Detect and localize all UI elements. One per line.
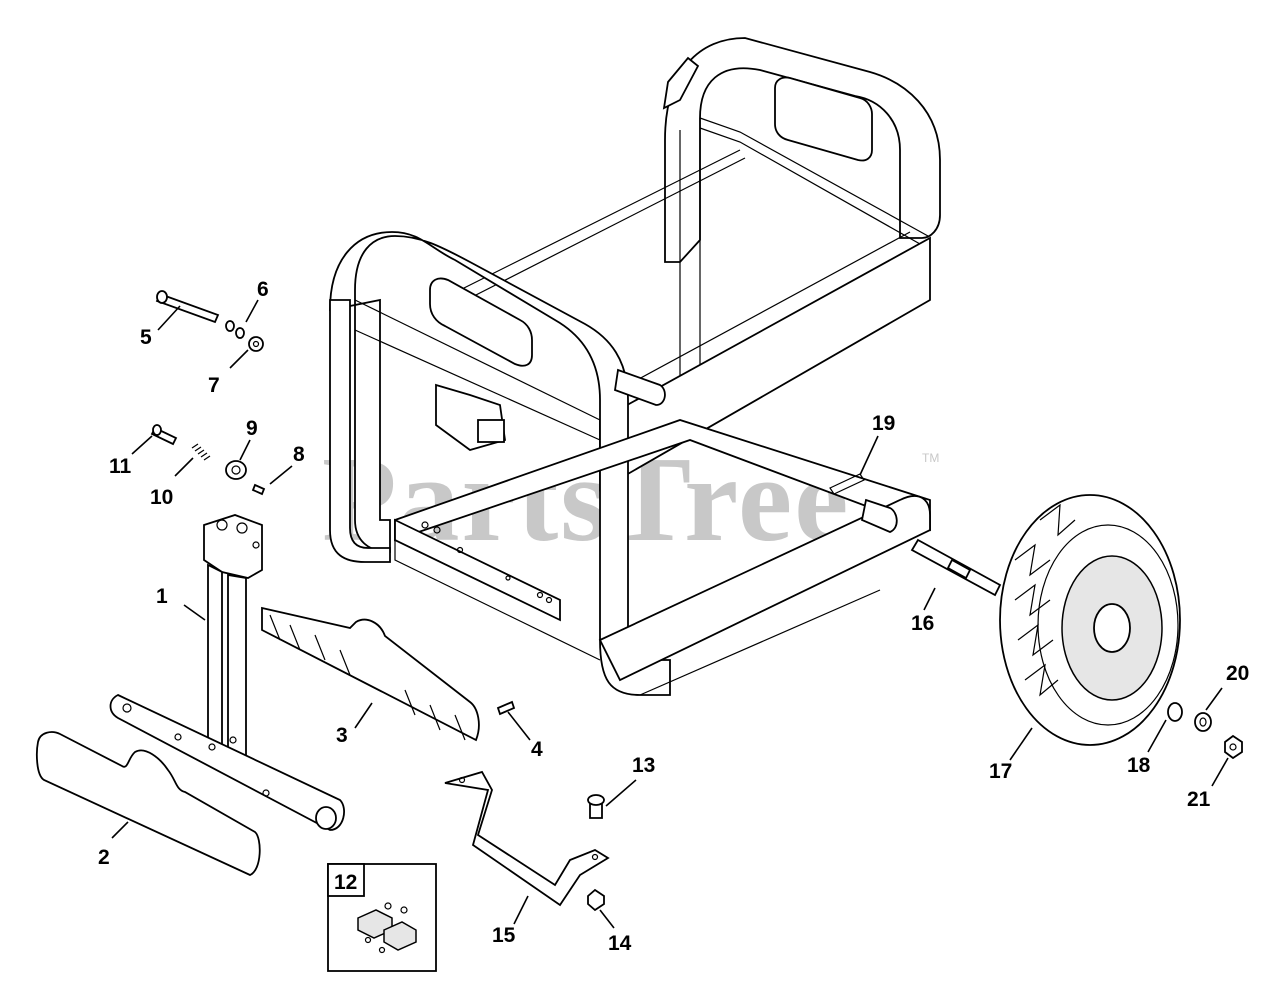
part-9-knob	[225, 460, 247, 480]
callout-9: 9	[246, 417, 258, 440]
callout-8: 8	[293, 443, 305, 466]
part-6-washers	[225, 320, 245, 339]
callout-20: 20	[1226, 662, 1249, 685]
part-21-nut	[1224, 734, 1243, 760]
callout-labels: 1 2 3 4 5 6 7 8 9 10 11 12 13 14 15 16 1…	[98, 278, 1249, 955]
callout-1: 1	[156, 585, 168, 608]
callout-7: 7	[208, 374, 220, 397]
callout-21: 21	[1187, 788, 1211, 811]
part-4-screw	[496, 700, 516, 716]
watermark-trademark: TM	[922, 451, 939, 465]
callout-4: 4	[531, 738, 543, 761]
callout-19: 19	[872, 412, 895, 435]
part-11-pin	[150, 424, 178, 446]
callout-16: 16	[911, 612, 934, 635]
callout-18: 18	[1127, 754, 1151, 777]
callout-15: 15	[492, 924, 516, 947]
callout-2: 2	[98, 846, 110, 869]
part-8-screw	[251, 483, 266, 496]
part-20-washer	[1194, 712, 1212, 732]
callout-14: 14	[608, 932, 632, 955]
leader-lines	[111, 299, 1229, 929]
part-2-cover	[36, 731, 261, 876]
part-13-bolt	[587, 794, 605, 819]
part-5-bolt	[155, 290, 220, 324]
part-14-nut	[587, 888, 605, 912]
part-10-spring	[191, 443, 211, 461]
callout-3: 3	[336, 724, 348, 747]
generator-frame	[329, 37, 941, 696]
part-1-leg	[109, 514, 345, 831]
part-18-washer	[1167, 702, 1183, 722]
part-19-pin	[829, 473, 865, 495]
callout-13: 13	[632, 754, 655, 777]
part-7-nut	[248, 336, 264, 352]
callout-12: 12	[334, 871, 357, 894]
part-12-kit-box	[327, 863, 437, 972]
part-17-wheel	[999, 494, 1181, 746]
callout-10: 10	[150, 486, 173, 509]
callout-11: 11	[109, 455, 132, 478]
part-3-foot	[261, 606, 480, 742]
callout-6: 6	[257, 278, 269, 301]
part-15-bracket	[444, 770, 610, 907]
callout-5: 5	[140, 326, 152, 349]
callout-17: 17	[989, 760, 1012, 783]
part-16-axle	[910, 538, 1002, 597]
